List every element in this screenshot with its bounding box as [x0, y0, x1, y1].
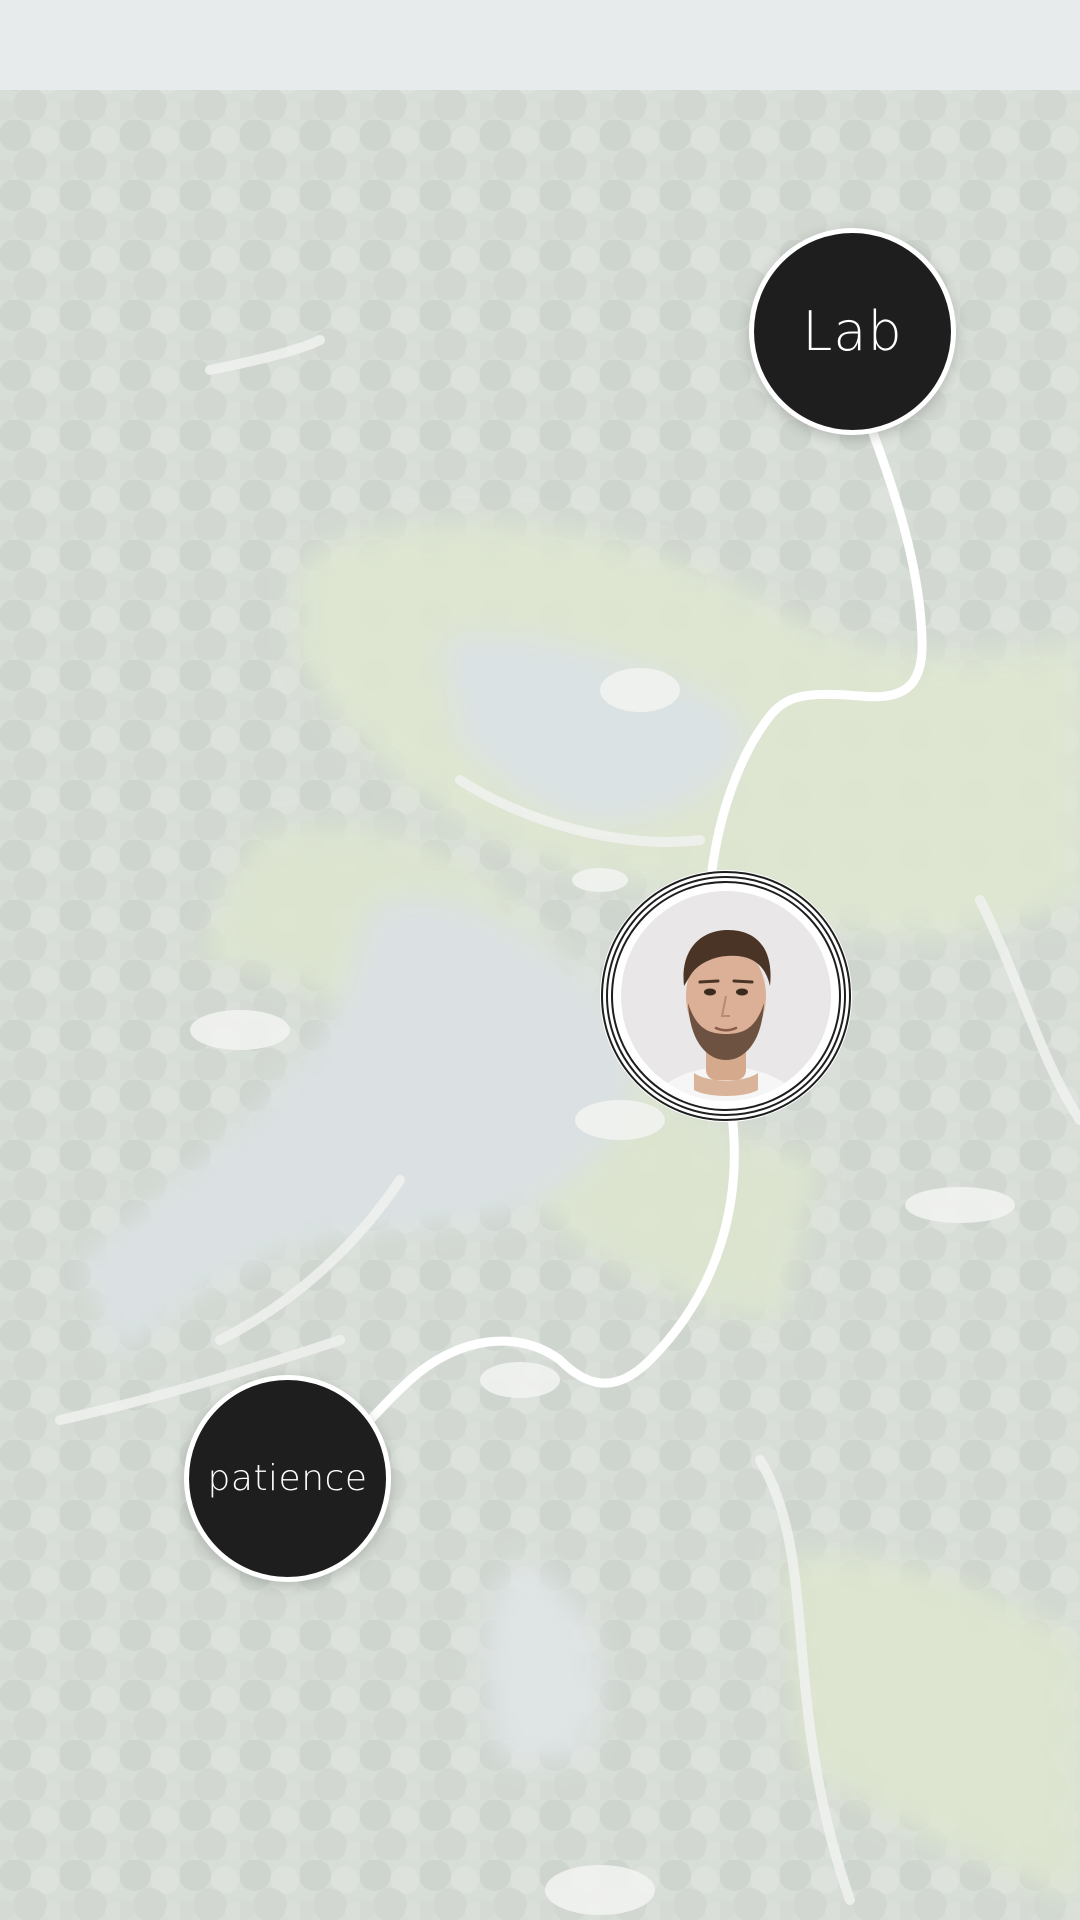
node-lab[interactable]: Lab — [749, 228, 956, 435]
node-lab-label: Lab — [802, 300, 903, 363]
node-patience[interactable]: patience — [184, 1375, 391, 1582]
node-patience-label: patience — [207, 1458, 368, 1499]
person-portrait-icon — [621, 891, 831, 1101]
avatar[interactable] — [598, 868, 854, 1124]
